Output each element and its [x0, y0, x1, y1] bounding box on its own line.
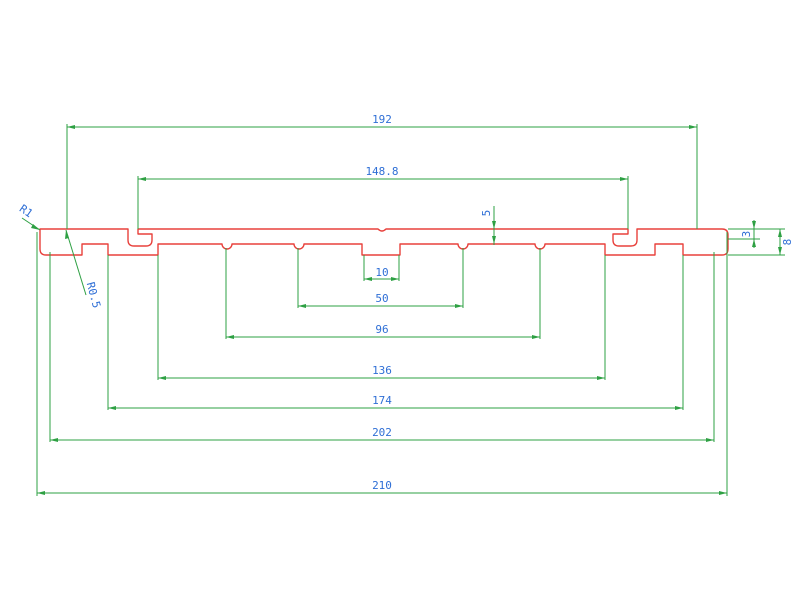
radius-r1: R1 — [17, 202, 41, 231]
dimension-label-210: 210 — [372, 479, 392, 492]
extension-lines — [36, 124, 785, 496]
dimension-50: 50 — [298, 292, 463, 308]
dimension-label-3: 3 — [740, 231, 753, 238]
dimension-3: 3 — [740, 220, 756, 248]
dimension-148-8: 148.8 — [138, 165, 628, 181]
dimension-210: 210 — [37, 479, 727, 495]
dimension-label-202: 202 — [372, 426, 392, 439]
dimension-5: 5 — [480, 206, 496, 245]
radius-r0-5: R0.5 — [65, 229, 103, 310]
dimension-192: 192 — [67, 113, 697, 129]
dimension-label-192: 192 — [372, 113, 392, 126]
dimension-label-10: 10 — [375, 266, 388, 279]
dimension-136: 136 — [158, 364, 605, 380]
profile-outline — [39, 228, 729, 256]
dimension-label-148-8: 148.8 — [365, 165, 398, 178]
dimension-label-136: 136 — [372, 364, 392, 377]
dimension-174: 174 — [108, 394, 683, 410]
dimension-label-96: 96 — [375, 323, 388, 336]
dimension-96: 96 — [226, 323, 540, 339]
dimension-label-5: 5 — [480, 210, 493, 217]
radius-label-r0-5: R0.5 — [84, 281, 103, 310]
dimension-label-8: 8 — [781, 239, 794, 246]
dimension-label-50: 50 — [375, 292, 388, 305]
dimension-10: 10 — [364, 266, 399, 281]
radius-label-r1: R1 — [17, 202, 35, 220]
dimension-label-174: 174 — [372, 394, 392, 407]
dimension-8: 8 — [778, 229, 794, 255]
dimension-202: 202 — [50, 426, 714, 442]
